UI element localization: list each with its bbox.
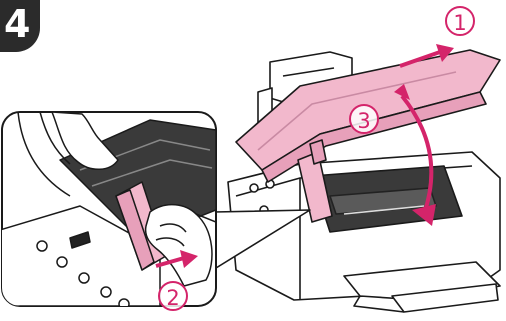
callout-open-scanner: 1	[445, 6, 475, 36]
callout-squeeze-tab: 2	[158, 281, 188, 311]
callout-lower-scanner: 3	[349, 104, 379, 134]
zoom-inset	[0, 112, 216, 309]
